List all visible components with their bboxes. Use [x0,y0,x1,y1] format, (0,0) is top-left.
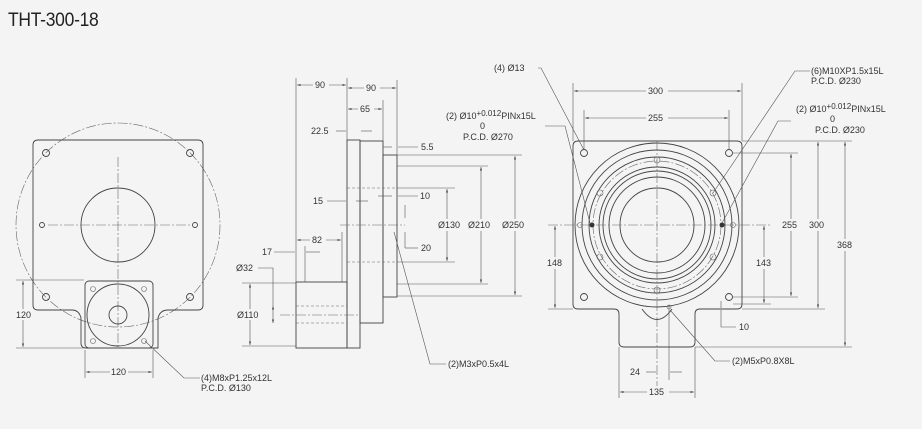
dim-front-300-v: 300 [809,220,824,230]
note-m10-thread: (6)M10XP1.5x15L [811,66,884,76]
dim-side-20: 20 [421,243,431,253]
dim-front-143: 143 [756,258,771,268]
dim-side-17: 17 [262,247,272,257]
dim-side-10: 10 [420,191,430,201]
dim-side-90-a: 90 [315,80,325,90]
note-m5-thread: (2)M5xP0.8X8L [732,356,795,366]
dim-side-22-5: 22.5 [311,126,329,136]
dim-front-135: 135 [649,387,664,397]
table-holes [577,149,736,310]
note-pin-right-lower-tol: 0 [830,114,835,124]
dim-front-10: 10 [739,322,749,332]
dim-motor-width: 120 [111,367,126,377]
dim-side-5-5: 5.5 [421,142,434,152]
dim-side-90-b: 90 [366,83,376,93]
dim-front-255-v: 255 [782,220,797,230]
front-view: 300 255 255 300 368 148 143 [446,63,886,398]
mounting-holes [39,149,198,301]
dim-front-300-h: 300 [648,86,663,96]
drawing-title: THT-300-18 [8,10,99,31]
note-motor-thread: (4)M8xP1.25x12L [201,373,272,383]
note-pin-left-lower-tol: 0 [480,121,485,131]
dim-side-d130: Ø130 [438,220,460,230]
note-pin-left-pcd: P.C.D. Ø270 [463,132,513,142]
dim-motor-height: 120 [16,310,31,320]
note-pin-right: (2) Ø10+0.012PINx15L [796,102,886,114]
dim-side-d210: Ø210 [468,220,490,230]
dim-side-d250: Ø250 [502,220,524,230]
note-holes-d13: (4) Ø13 [494,63,525,73]
note-motor-pcd: P.C.D. Ø130 [201,383,251,393]
note-pin-right-pcd: P.C.D. Ø230 [815,125,865,135]
dim-front-368: 368 [837,240,852,250]
dim-side-d110: Ø110 [237,310,258,320]
dim-side-15: 15 [313,196,323,206]
note-m10-pcd: P.C.D. Ø230 [811,76,861,86]
dim-side-d32: Ø32 [236,263,253,273]
note-pin-left: (2) Ø10+0.012PINx15L [446,109,536,121]
dim-front-255-h: 255 [648,113,663,123]
dim-side-82: 82 [312,235,322,245]
note-m3-thread: (2)M3xP0.5x4L [448,359,509,369]
motor-end-view: 120 120 (4)M8xP1.25x12L P.C.D. Ø130 [14,122,272,393]
dim-front-24: 24 [630,367,640,377]
side-view: 90 90 65 22.5 5.5 15 10 20 82 17 [236,78,526,369]
dim-side-65: 65 [360,104,370,114]
dim-front-148: 148 [547,258,562,268]
